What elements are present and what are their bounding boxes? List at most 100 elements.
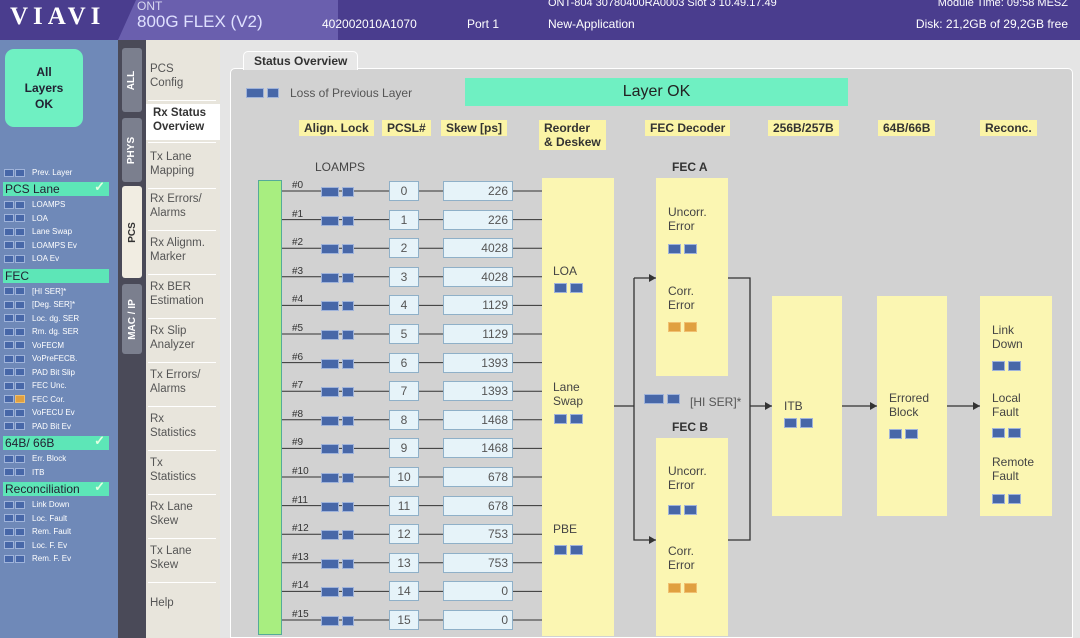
remote-fault-led bbox=[992, 494, 1024, 504]
section-title: Reconciliation bbox=[5, 482, 80, 496]
skew-cell: 226 bbox=[443, 209, 513, 230]
lane-id: #8 bbox=[292, 408, 304, 420]
port-label: Port 1 bbox=[467, 17, 500, 31]
fec-b-corr-led bbox=[668, 583, 700, 593]
title-wedge bbox=[118, 0, 338, 40]
menu-item-10[interactable]: Rx Lane Skew bbox=[150, 501, 193, 527]
pcsl-cell: 14 bbox=[389, 581, 419, 602]
layer-status-banner: Layer OK bbox=[465, 78, 848, 106]
lane-id: #13 bbox=[292, 551, 309, 563]
hi-ser-led bbox=[644, 394, 683, 404]
alarm-row: VoFECM bbox=[4, 339, 64, 352]
loamps-led bbox=[321, 358, 357, 369]
viavi-logo: VIAVI bbox=[10, 3, 106, 30]
local-fault-led bbox=[992, 428, 1024, 438]
pcsl-cell: 11 bbox=[389, 495, 419, 516]
hi-ser-label: [HI SER]* bbox=[690, 395, 742, 409]
loamps-led bbox=[321, 530, 357, 541]
loamps-led bbox=[321, 558, 357, 569]
menu-separator bbox=[148, 100, 216, 101]
alarm-row: Rem. F. Ev bbox=[4, 552, 71, 565]
prev-layer-row: Prev. Layer bbox=[4, 166, 72, 179]
menu-item-5[interactable]: Rx BER Estimation bbox=[150, 281, 204, 307]
skew-cell: 753 bbox=[443, 524, 513, 545]
menu-separator bbox=[148, 362, 216, 363]
alarm-row: FEC Unc. bbox=[4, 379, 67, 392]
fec-a-uncorr-label: Uncorr. Error bbox=[668, 205, 707, 233]
alarm-label: Lane Swap bbox=[32, 227, 73, 236]
lane-id: #6 bbox=[292, 351, 304, 363]
tab-all[interactable]: ALL bbox=[122, 48, 142, 112]
menu-item-9[interactable]: Tx Statistics bbox=[150, 457, 197, 483]
menu-separator bbox=[148, 450, 216, 451]
alarm-label: FEC Cor. bbox=[32, 394, 65, 404]
errored-block-led bbox=[889, 429, 921, 439]
loamps-led bbox=[321, 330, 357, 340]
alarm-row: VoFECU Ev bbox=[4, 406, 75, 419]
skew-cell: 1468 bbox=[443, 409, 513, 430]
alarm-label: Err. Block bbox=[32, 454, 67, 463]
skew-cell: 678 bbox=[443, 495, 513, 516]
loamps-led bbox=[321, 444, 357, 455]
alarm-row: LOAMPS Ev bbox=[4, 239, 77, 252]
tab-pcs[interactable]: PCS bbox=[122, 186, 142, 278]
tab-status-overview[interactable]: Status Overview bbox=[243, 51, 359, 70]
menu-separator bbox=[148, 494, 216, 495]
alarm-label: [HI SER]* bbox=[32, 286, 67, 296]
tab-phys[interactable]: PHYS bbox=[122, 118, 142, 182]
menu-item-0[interactable]: PCS Config bbox=[150, 63, 184, 89]
loamps-led bbox=[321, 587, 357, 598]
header-align-lock: Align. Lock bbox=[299, 120, 374, 136]
alarm-label: VoPreFECB. bbox=[32, 354, 78, 363]
loamps-led bbox=[321, 187, 357, 197]
alarm-label: Link Down bbox=[32, 500, 70, 509]
section-title: FEC bbox=[5, 268, 29, 283]
menu-item-12[interactable]: Help bbox=[150, 597, 174, 609]
menu-separator bbox=[148, 406, 216, 407]
loamps-led bbox=[321, 501, 357, 512]
module-title: 800G FLEX (V2) bbox=[137, 12, 263, 31]
section-title: 64B/ 66B bbox=[5, 436, 55, 450]
menu-item-3[interactable]: Rx Errors/ Alarms bbox=[150, 193, 202, 219]
reconciliation-box bbox=[980, 296, 1052, 516]
header-skew: Skew [ps] bbox=[441, 120, 508, 136]
pcsl-cell: 4 bbox=[389, 295, 419, 316]
menu-item-1[interactable]: Rx Status Overview bbox=[146, 104, 220, 140]
alarm-label: ITB bbox=[32, 467, 45, 477]
loamps-led bbox=[321, 387, 357, 398]
header-64b66b: 64B/66B bbox=[878, 120, 936, 136]
alarm-label: Rem. Fault bbox=[32, 527, 72, 536]
menu-item-8[interactable]: Rx Statistics bbox=[150, 413, 197, 439]
pcsl-cell: 5 bbox=[389, 324, 419, 344]
link-down-led bbox=[992, 361, 1024, 371]
section-title: PCS Lane bbox=[5, 182, 60, 196]
all-layers-ok-button[interactable]: All Layers OK bbox=[5, 49, 83, 127]
pcsl-cell: 13 bbox=[389, 552, 419, 573]
lane-id: #11 bbox=[292, 494, 308, 506]
skew-cell: 4028 bbox=[443, 266, 513, 287]
menu-item-6[interactable]: Rx Slip Analyzer bbox=[150, 325, 195, 351]
loamps-led bbox=[321, 244, 357, 255]
menu-item-11[interactable]: Tx Lane Skew bbox=[150, 545, 192, 571]
section-header-0: PCS Lane✓ bbox=[3, 180, 109, 196]
disk-info: Disk: 21,2GB of 29,2GB free bbox=[915, 17, 1068, 31]
menu-item-2[interactable]: Tx Lane Mapping bbox=[150, 151, 195, 177]
serial-number: 402002010A1070 bbox=[322, 17, 417, 31]
alarm-label: FEC Unc. bbox=[32, 381, 67, 390]
pcsl-cell: 3 bbox=[389, 266, 419, 287]
tab-mac-ip[interactable]: MAC / IP bbox=[122, 284, 142, 354]
alarm-row: Loc. F. Ev bbox=[4, 539, 67, 552]
menu-separator bbox=[148, 230, 216, 231]
link-down-label: Link Down bbox=[992, 323, 1023, 351]
loamps-label: LOAMPS bbox=[315, 160, 366, 174]
menu-item-4[interactable]: Rx Alignm. Marker bbox=[150, 237, 205, 263]
menu-item-7[interactable]: Tx Errors/ Alarms bbox=[150, 369, 201, 395]
pcsl-cell: 2 bbox=[389, 238, 419, 259]
lane-id: #2 bbox=[292, 237, 304, 249]
pcsl-cell: 1 bbox=[389, 209, 419, 230]
lane-id: #10 bbox=[292, 466, 309, 477]
256b257b-box bbox=[772, 296, 842, 516]
pcsl-cell: 9 bbox=[389, 438, 419, 459]
lane-id: #1 bbox=[292, 208, 304, 220]
